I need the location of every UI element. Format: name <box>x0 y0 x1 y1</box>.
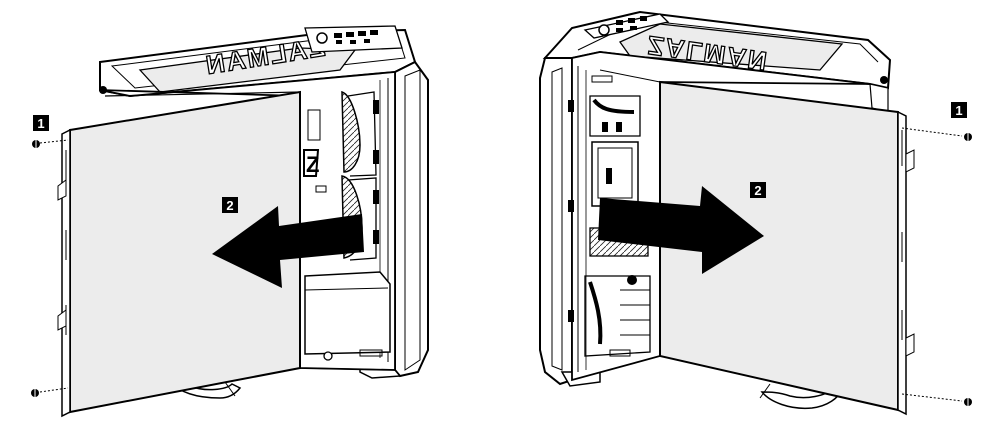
left-step-2-badge: 2 <box>222 197 238 213</box>
right-case-figure: ZALMAN <box>539 10 972 416</box>
right-io-panel <box>583 13 670 39</box>
left-back-screw-hole <box>99 86 107 94</box>
right-screw-top <box>901 127 972 141</box>
svg-text:2: 2 <box>754 183 761 198</box>
left-interior-details: Z <box>303 109 391 361</box>
left-remove-arrow <box>212 206 364 288</box>
left-front-bezel <box>394 60 429 378</box>
right-step-1-badge: 1 <box>951 102 967 118</box>
right-front-bezel <box>539 57 573 386</box>
svg-text:1: 1 <box>955 103 962 118</box>
svg-text:Z: Z <box>306 152 319 177</box>
right-step-2-badge: 2 <box>750 182 766 198</box>
left-screw-top <box>32 139 69 148</box>
svg-text:1: 1 <box>37 116 44 131</box>
svg-text:2: 2 <box>226 198 233 213</box>
left-step-1-badge: 1 <box>33 115 49 131</box>
left-case-figure: ZALMAN <box>31 25 429 418</box>
left-screw-bottom <box>31 387 69 397</box>
left-io-panel <box>304 25 403 53</box>
right-back-screw-hole <box>880 76 888 84</box>
right-remove-arrow <box>598 186 764 274</box>
right-screw-bottom <box>901 393 972 406</box>
